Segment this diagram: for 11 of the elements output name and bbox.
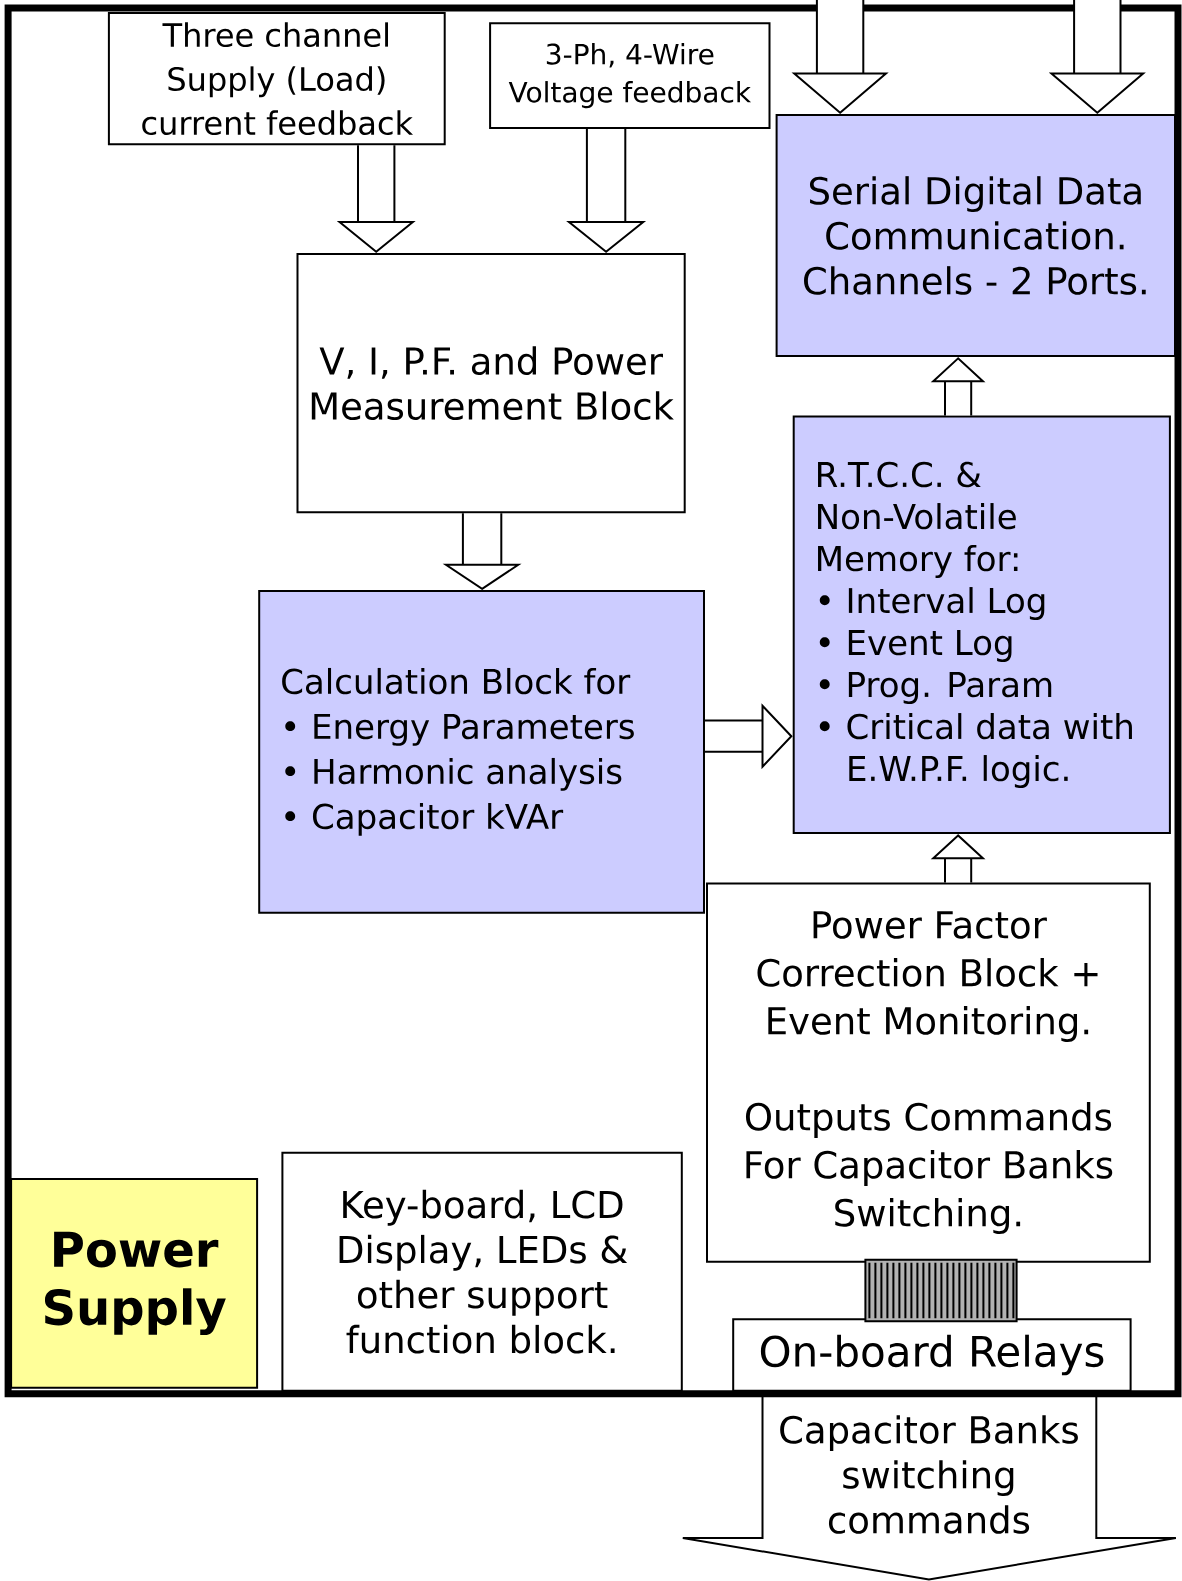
power-supply-box: Power Supply [10, 1178, 259, 1389]
process-box: Serial Digital Data Communication. Channels - 2 Ports. [775, 114, 1176, 357]
process-box: Calculation Block for • Energy Parameters • Harmonic analysis • Capacitor kVAr [258, 590, 705, 914]
input-box: 3-Ph, 4-Wire Voltage feedback [489, 22, 771, 129]
memory-box: R.T.C.C. & Non-Volatile Memory for: • Interval Log • Event Log • Prog. Param • Critical data with E.W.P.F. logic. [792, 415, 1171, 835]
process-box: V, I, P.F. and Power Measurement Block [296, 253, 686, 514]
process-box: Power Factor Correction Block + Event Monitoring. Outputs Commands For Capacitor Banks Switching. [706, 882, 1151, 1263]
relay-box: On-board Relays [732, 1318, 1132, 1392]
process-box: Key-board, LCD Display, LEDs & other support function block. [281, 1151, 683, 1392]
ribbon-cable [864, 1258, 1018, 1323]
input-box: Three channel Supply (Load) current feedback [107, 12, 446, 146]
